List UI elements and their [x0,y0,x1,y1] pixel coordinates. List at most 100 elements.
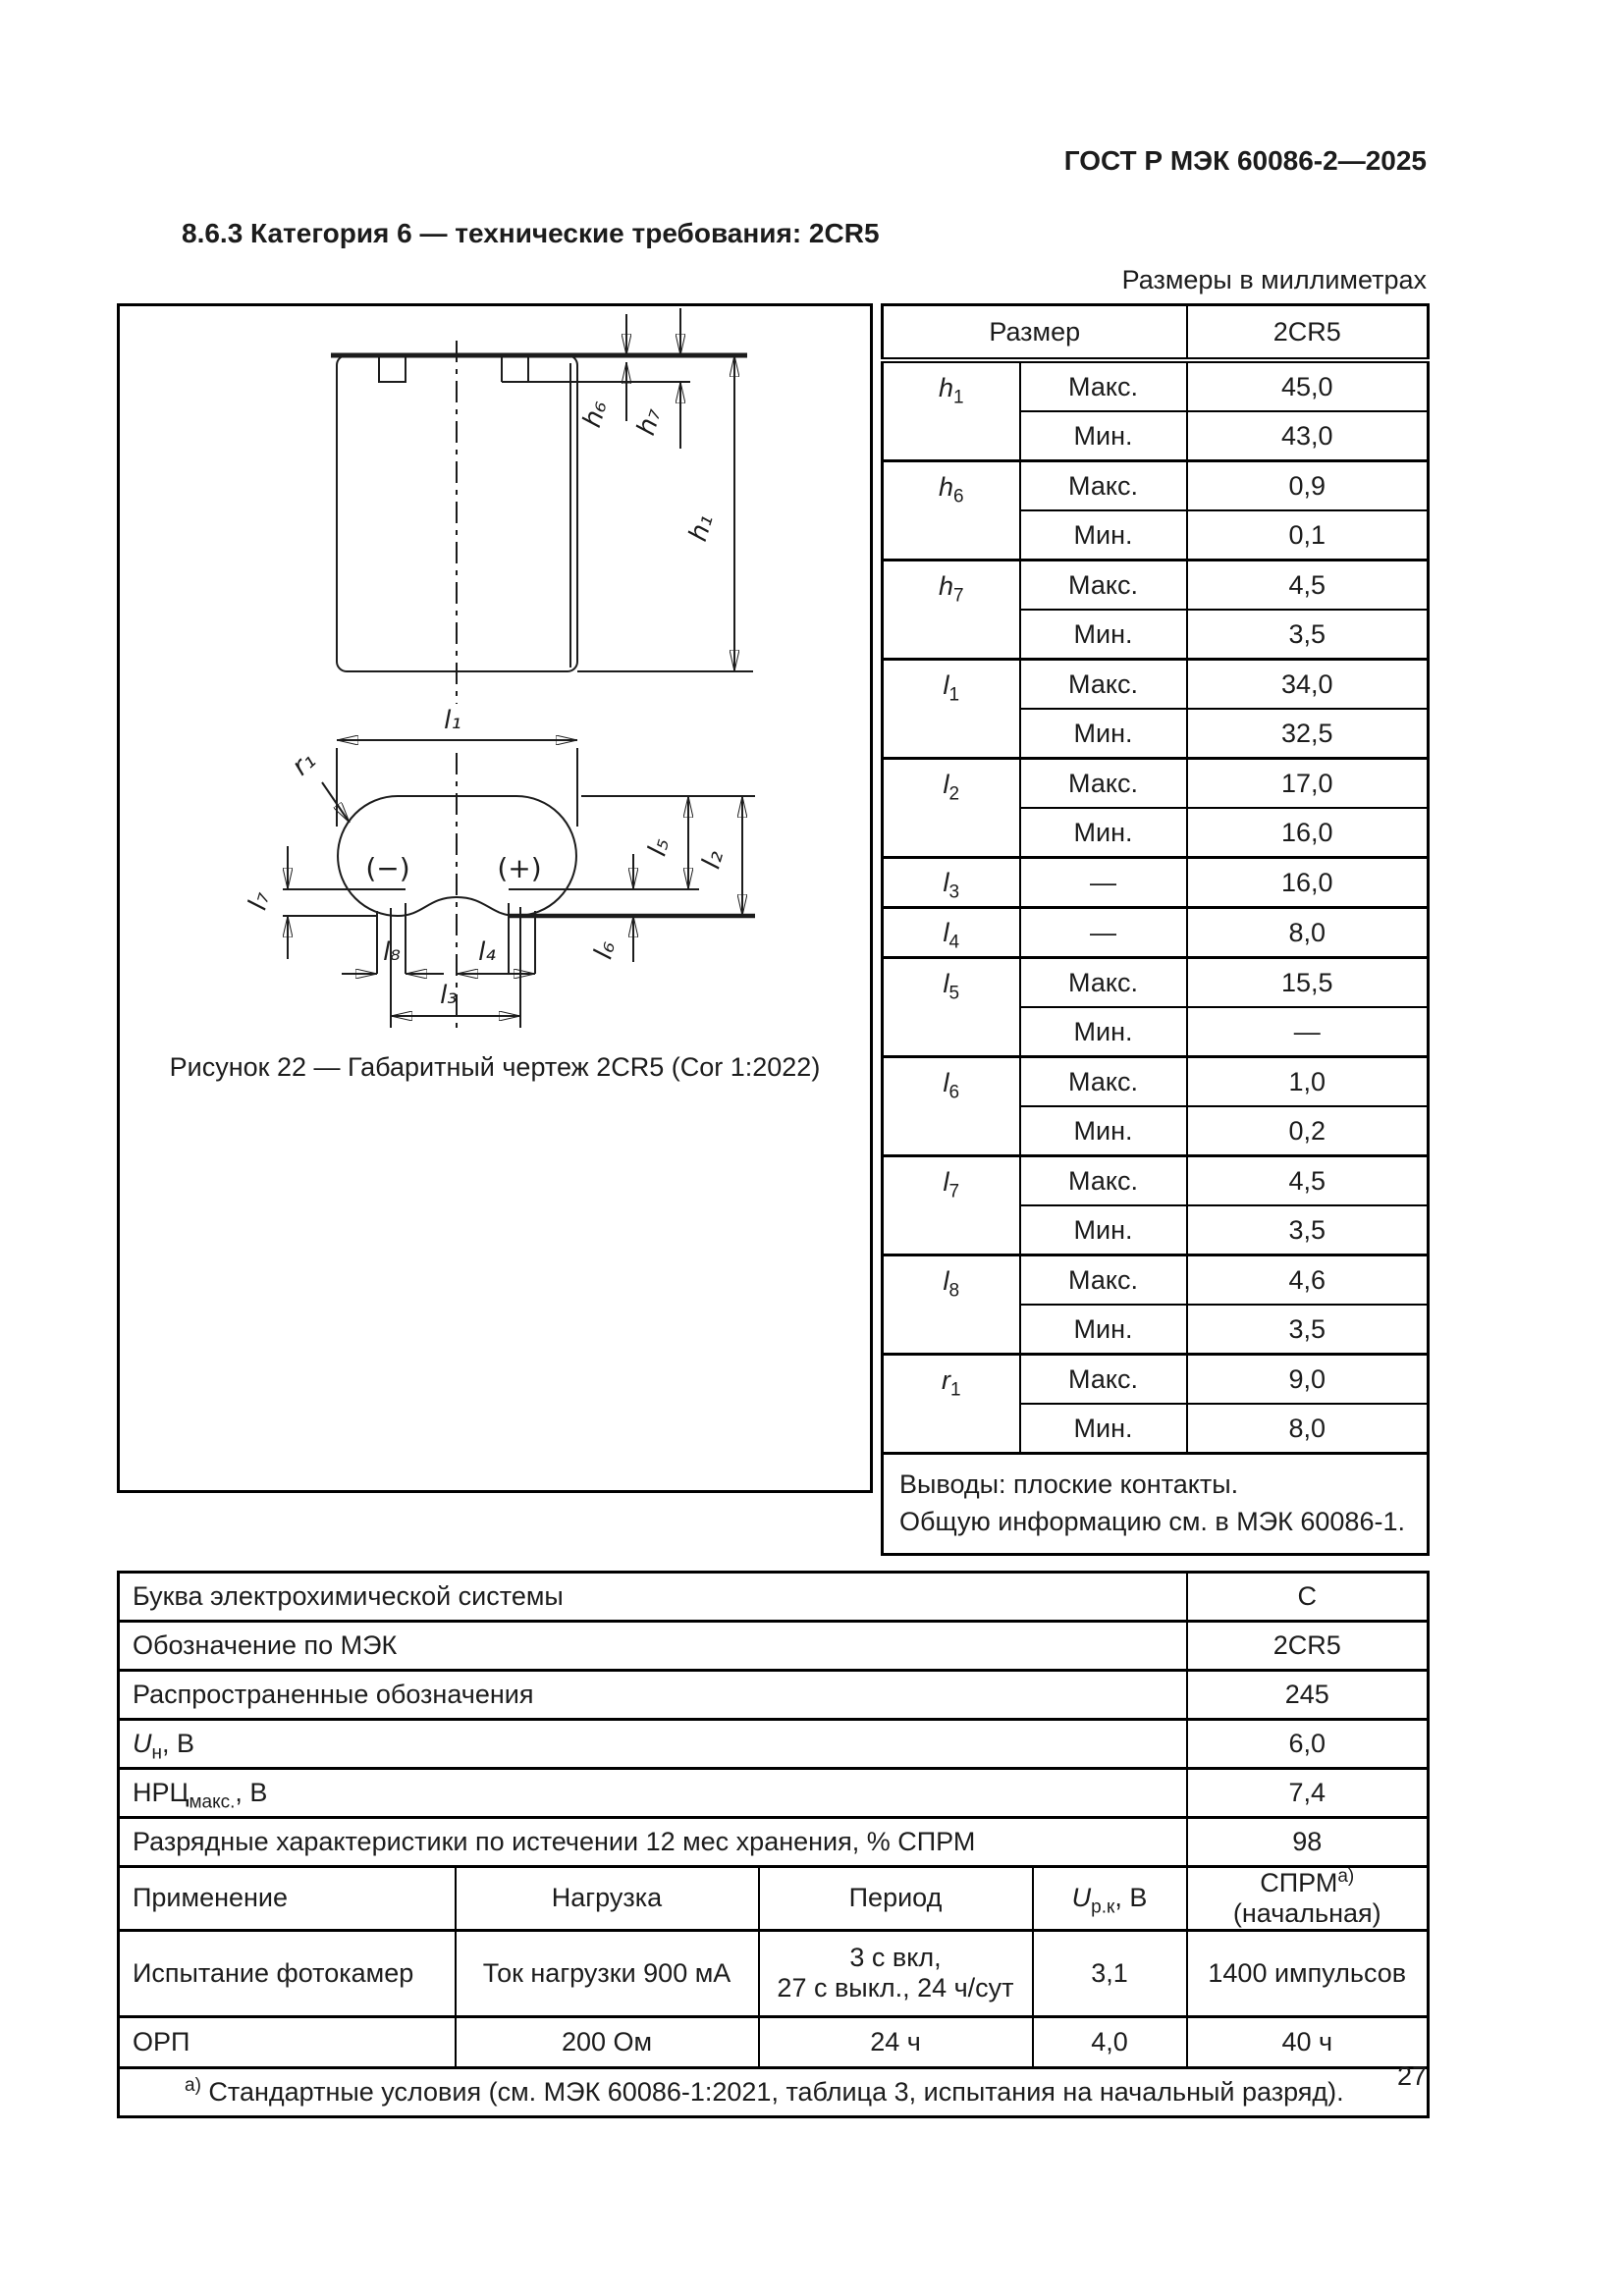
param-cell: l8 [881,1254,1021,1356]
spec-value: 245 [1185,1668,1430,1721]
sprm-cell: 1400 импульсов [1185,1928,1430,2018]
table-row: Мин. 3,5 [883,1204,1430,1256]
table-row: l7 Макс. 4,5 [881,1154,1430,1256]
value-cell: 1,0 [1185,1055,1430,1107]
terminals-and-planes [283,795,755,1028]
spec-value: 6,0 [1185,1717,1430,1770]
param-cell: l2 [881,757,1021,859]
value-cell: 34,0 [1185,658,1430,710]
dim-h6: h₆ [577,314,626,431]
dim-r1: r₁ [287,746,351,824]
bound-cell: Макс. [1018,1254,1188,1306]
figure-and-dimension-table: h₆ h₇ h₁ l₁ [117,303,1430,1556]
dim-l8: l₈ [342,937,444,974]
value-cell: 8,0 [1185,1403,1430,1455]
table-row: l4 — 8,0 [881,906,1430,959]
dim-l6: l₆ [588,854,633,962]
battery-body-top [337,795,577,918]
param-cell: l7 [881,1154,1021,1256]
table-row: r1 Макс. 9,0 [881,1353,1430,1455]
dim-label-l3: l₃ [440,981,458,1010]
param-cell: l6 [881,1055,1021,1157]
table-row: Обозначение по МЭК 2CR5 [117,1619,1430,1672]
value-cell: 0,2 [1185,1105,1430,1157]
figure-caption: Рисунок 22 — Габаритный чертеж 2CR5 (Cor… [169,1052,821,1082]
figure-box: h₆ h₇ h₁ l₁ [117,303,873,1493]
table-row: Мин. 16,0 [883,807,1430,859]
document-header: ГОСТ Р МЭК 60086-2—2025 [1063,145,1427,176]
spec-label: Разрядные характеристики по истечении 12… [117,1815,1188,1868]
table-row: Мин. 0,1 [883,509,1430,561]
dim-h7: h₇ [631,308,680,449]
application-cell: ОРП [117,2014,457,2069]
bound-cell: Мин. [1018,1403,1188,1455]
table-row: l1 Макс. 34,0 [881,658,1430,760]
voltage-cell: 4,0 [1031,2014,1188,2069]
table-header-row: Размер 2CR5 [881,303,1430,363]
bound-cell: Мин. [1018,1304,1188,1356]
terminals-note-line1: Выводы: плоские контакты. [899,1469,1239,1499]
negative-terminal-label: (−) [365,852,409,884]
bound-cell: Макс. [1018,358,1188,412]
param-cell: r1 [881,1353,1021,1455]
table-row: h6 Макс. 0,9 [881,459,1430,561]
value-cell: 45,0 [1185,358,1430,412]
bound-cell: Мин. [1018,708,1188,760]
table-row: Испытание фотокамер Ток нагрузки 900 мА … [117,1928,1430,2018]
bound-cell: Макс. [1018,1055,1188,1107]
value-cell: 17,0 [1185,757,1430,809]
table-row: Мин. 3,5 [883,1304,1430,1356]
value-cell: 0,1 [1185,509,1430,561]
spec-label: Обозначение по МЭК [117,1619,1188,1672]
dim-label-r1: r₁ [287,746,322,781]
spec-value: 2CR5 [1185,1619,1430,1672]
table-row: НРЦмакс., В 7,4 [117,1766,1430,1819]
table-row: l3 — 16,0 [881,856,1430,909]
spec-label: Распространенные обозначения [117,1668,1188,1721]
param-cell: l1 [881,658,1021,760]
param-cell: h7 [881,559,1021,661]
table-row: h7 Макс. 4,5 [881,559,1430,661]
table-row: Разрядные характеристики по истечении 12… [117,1815,1430,1868]
table-row: Мин. 3,5 [883,609,1430,661]
value-cell: 32,5 [1185,708,1430,760]
value-cell: 3,5 [1185,609,1430,661]
param-cell: l3 [881,856,1021,909]
dim-l5: l₅ [642,796,688,889]
load-cell: Ток нагрузки 900 мА [454,1928,760,2018]
table-row: ОРП 200 Ом 24 ч 4,0 40 ч [117,2014,1430,2069]
table-row: l5 Макс. 15,5 [881,956,1430,1058]
terminals-note-line2: Общую информацию см. в МЭК 60086-1. [899,1506,1405,1536]
bound-cell: — [1018,906,1188,959]
param-cell: l5 [881,956,1021,1058]
value-cell: 8,0 [1185,906,1430,959]
dim-label-l2: l₂ [696,847,730,872]
value-cell: 3,5 [1185,1304,1430,1356]
dim-l7: l₇ [243,846,288,959]
value-cell: 3,5 [1185,1204,1430,1256]
param-cell: h1 [881,358,1021,462]
dim-label-h6: h₆ [577,397,614,431]
value-cell: 16,0 [1185,856,1430,909]
page-content: ГОСТ Р МЭК 60086-2—2025 8.6.3 Категория … [117,0,1431,2118]
footnote-row: а) Стандартные условия (см. МЭК 60086-1:… [117,2065,1430,2118]
size-column-header: Размер [881,303,1188,363]
spec-value: 7,4 [1185,1766,1430,1819]
value-cell: 15,5 [1185,956,1430,1008]
dimension-table: Размер 2CR5 h1 Макс. 45,0 Мин. 43,0 h6 М… [881,303,1430,1556]
table-row: Uн, В 6,0 [117,1717,1430,1770]
battery-top-view-drawing: l₁ r₁ (−) (+) [243,709,755,1033]
dim-label-l7: l₇ [243,888,276,914]
section-heading: 8.6.3 Категория 6 — технические требован… [182,218,880,248]
bound-cell: Мин. [1018,1105,1188,1157]
table-row: Мин. 8,0 [883,1403,1430,1455]
sprm-cell: 40 ч [1185,2014,1430,2069]
param-cell: h6 [881,459,1021,561]
value-cell: 9,0 [1185,1353,1430,1405]
spec-label: Uн, В [117,1717,1188,1770]
bound-cell: Мин. [1018,509,1188,561]
dim-l3: l₃ [391,981,520,1016]
value-cell: 4,5 [1185,1154,1430,1206]
table-row: Буква электрохимической системы C [117,1570,1430,1623]
voltage-column-header: Uр.к, В [1031,1864,1188,1932]
